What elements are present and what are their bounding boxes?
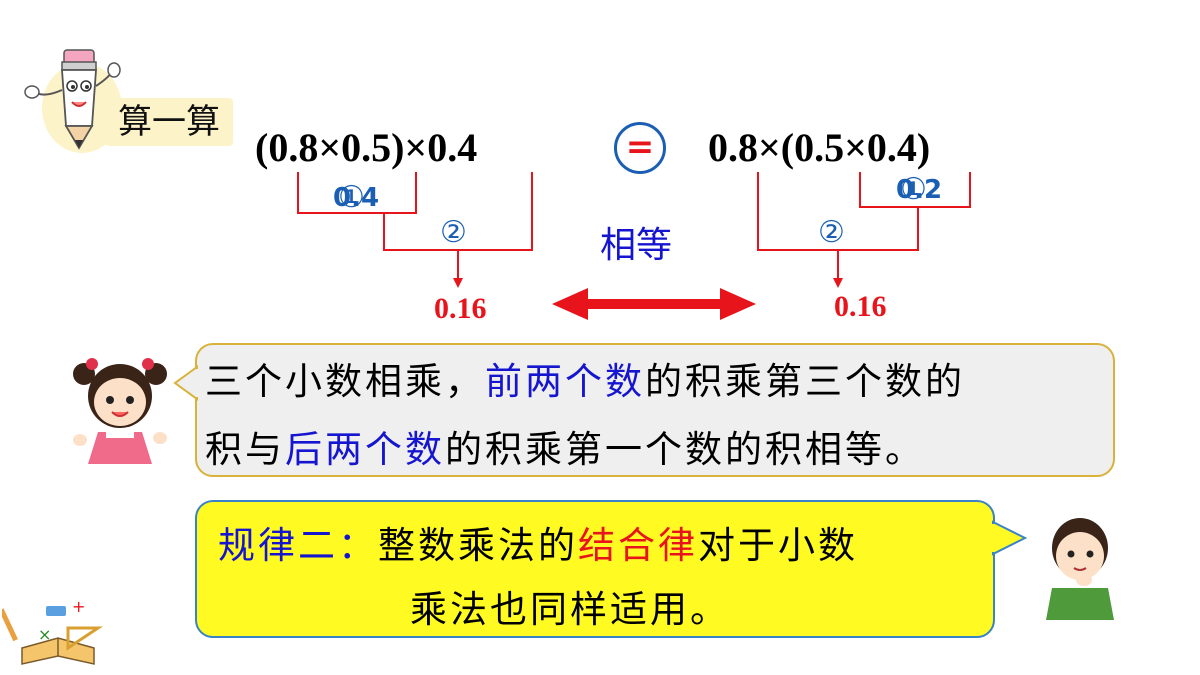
svg-text:+: + <box>72 598 85 616</box>
equals-sign: = <box>625 127 655 167</box>
bubble-line-2: 积与后两个数的积乘第一个数的积相等。 <box>205 424 925 476</box>
girl-speech-bubble <box>195 343 1115 477</box>
section-title: 算一算 <box>105 98 233 146</box>
rule-line-1: 规律二：整数乘法的结合律对于小数 <box>218 520 858 572</box>
bubble-highlight-front-two: 前两个数 <box>485 360 645 403</box>
left-step2-marker: ② <box>440 215 467 250</box>
rule-line-1-part-c: 对于小数 <box>698 524 858 567</box>
rule-heading: 规律二： <box>218 524 378 567</box>
right-expression: 0.8×(0.5×0.4) <box>708 125 931 170</box>
left-step1-value: 0.4 <box>333 183 380 213</box>
equal-label: 相等 <box>600 225 673 266</box>
girl-avatar-icon <box>73 358 167 464</box>
bubble-line-1-part-c: 的积乘第三个数的 <box>645 360 965 403</box>
rule-box <box>195 500 995 638</box>
right-step1-value: 0.2 <box>896 175 943 205</box>
rule-line-1-part-a: 整数乘法的 <box>378 524 578 567</box>
boy-avatar-icon <box>1046 518 1114 620</box>
bubble-line-1: 三个小数相乘，前两个数的积乘第三个数的 <box>205 356 965 408</box>
bubble-highlight-back-two: 后两个数 <box>285 428 445 471</box>
right-step1-bracket <box>859 172 971 208</box>
left-expression: (0.8×0.5)×0.4 <box>255 125 478 170</box>
stationery-books-icon: + × <box>2 598 103 665</box>
right-step2-marker: ② <box>818 215 845 250</box>
double-arrow-icon <box>552 288 756 320</box>
bubble-line-2-part-c: 的积乘第一个数的积相等。 <box>445 428 925 471</box>
left-result: 0.16 <box>434 292 487 325</box>
right-step1-marker: ① <box>900 172 927 207</box>
rule-highlight-associative: 结合律 <box>578 524 698 567</box>
right-result: 0.16 <box>834 290 887 323</box>
left-step1-marker: ① <box>338 180 365 215</box>
left-result-arrowhead <box>453 278 463 288</box>
right-result-arrowhead <box>833 278 843 288</box>
rule-line-2: 乘法也同样适用。 <box>410 588 730 631</box>
svg-text:×: × <box>38 625 51 644</box>
pencil-mascot-icon <box>24 49 122 153</box>
bubble-tail <box>173 365 199 401</box>
left-step1-bracket <box>297 172 417 214</box>
bracket-diagram <box>297 172 971 320</box>
equals-circle: = <box>614 122 666 174</box>
rule-box-tail <box>991 520 1027 556</box>
bubble-line-1-part-a: 三个小数相乘， <box>205 360 485 403</box>
bubble-line-2-part-a: 积与 <box>205 428 285 471</box>
